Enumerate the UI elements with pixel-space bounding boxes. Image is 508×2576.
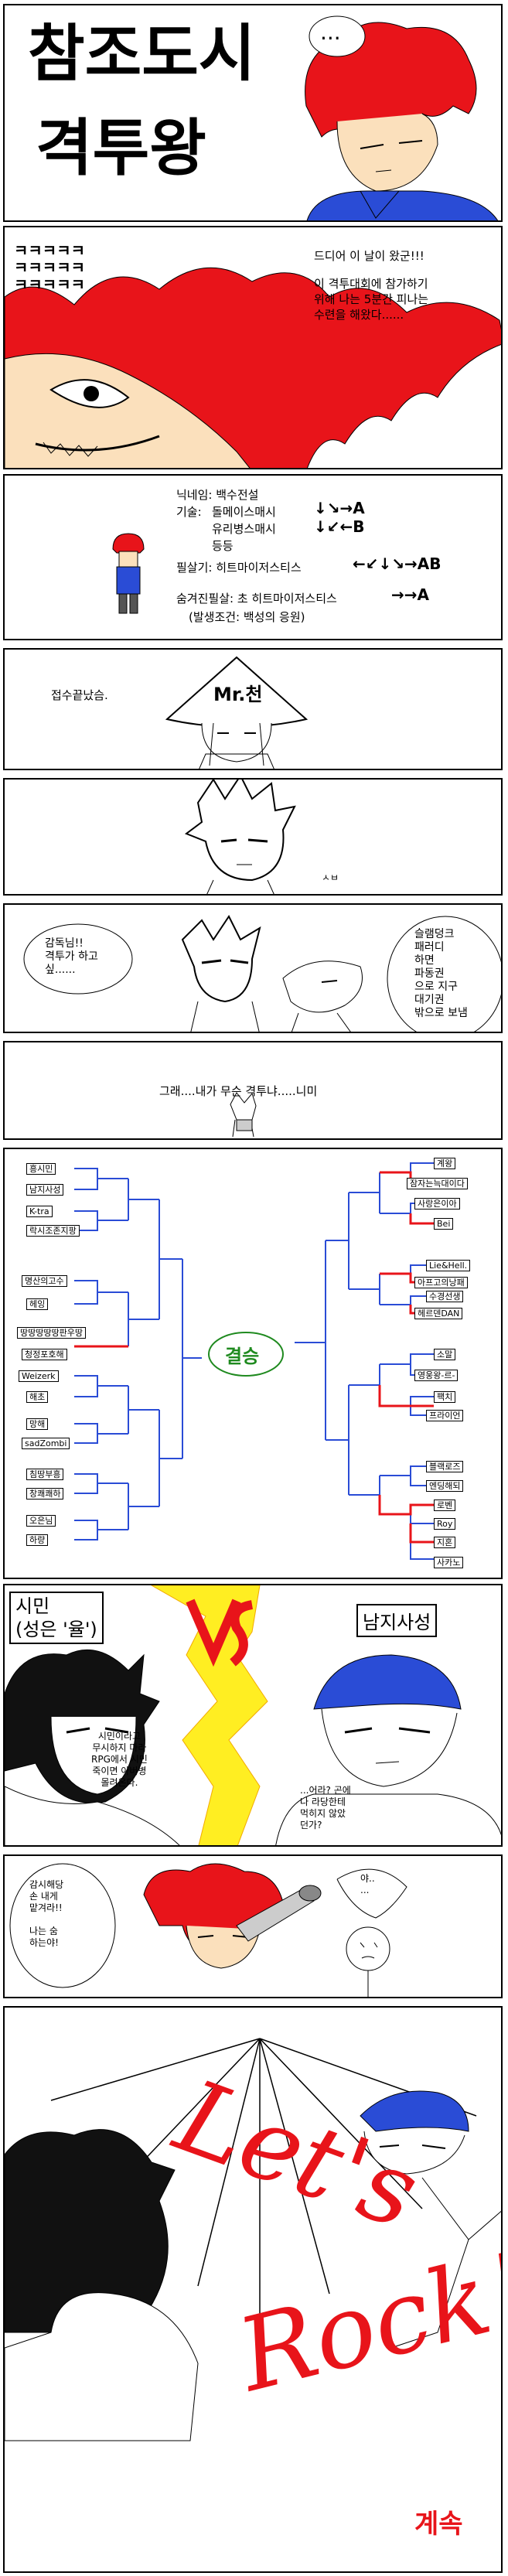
bracket-entry-left: 해초 <box>26 1391 49 1403</box>
panel-rage: ㅅㅂ <box>3 778 503 896</box>
laugh-1: ㅋㅋㅋㅋㅋ <box>14 241 85 260</box>
fighter-right-name: 남지사성 <box>356 1604 438 1637</box>
bracket-entry-right: 로벤 <box>434 1500 456 1511</box>
panel-announcer: 감시해당 손 내게 맡겨라!! 나는 숨 하는야! 야.. ... <box>3 1854 503 1998</box>
panel-title: 참조도시 격투왕 ... <box>3 4 503 222</box>
bracket-entry-right: Roy <box>434 1518 456 1530</box>
bracket-entry-left: 침땅부흥 <box>26 1469 64 1480</box>
narration-2: 이 격투대회에 참가하기 <box>314 277 428 291</box>
bracket-entry-left: 땅땅땅땅땅판우땅 <box>17 1327 86 1339</box>
bracket-entry-right: 아프고의낭패 <box>414 1277 468 1288</box>
bracket-entry-right: 사카노 <box>434 1557 464 1568</box>
bracket-entry-left: Weizerk <box>19 1370 59 1382</box>
panel-lets-rock: Let's Rock!! 계속 <box>3 2006 503 2573</box>
speech-ellipsis: ... <box>320 19 341 45</box>
bracket-entry-right: 헤르덴DAN <box>414 1308 463 1319</box>
bracket-entry-right: 계왕 <box>434 1158 456 1169</box>
drawing-small-man <box>230 1092 257 1138</box>
bracket-entry-left: 락시조존지팡 <box>26 1225 80 1237</box>
skill-3: 등등 <box>212 539 234 553</box>
bracket-entry-right: Bei <box>434 1218 454 1230</box>
key-1: ↓↘→A <box>314 499 365 517</box>
special-move: 필살기: 히트마이저스티스 <box>176 561 302 575</box>
bracket-entry-right: 엔딩해되 <box>426 1480 464 1492</box>
bracket-entry-right: 블랙로즈 <box>426 1461 464 1472</box>
narration-3: 위해 나는 5분간 피나는 <box>314 292 429 306</box>
drawing-hat-man <box>165 656 309 769</box>
hidden-move: 숨겨진필살: 초 히트마이저스티스 <box>176 592 337 606</box>
title-line-1: 참조도시 <box>28 18 256 90</box>
drawing-announcer <box>9 1863 407 1997</box>
sulk-text: 그래....내가 무슨 격투냐.....니미 <box>159 1084 318 1098</box>
announcer-speech: 감시해당 손 내게 맡겨라!! 나는 숨 하는야! <box>29 1879 64 1948</box>
drawing-versus <box>5 1585 501 1845</box>
narration-1: 드디어 이 날이 왔군!!! <box>314 249 424 263</box>
reception-text: 접수끝났슴. <box>51 688 108 702</box>
laugh-3: ㅋㅋㅋㅋㅋ <box>14 275 85 294</box>
curse-text: ㅅㅂ <box>322 872 339 883</box>
drawing-closeup <box>5 267 501 468</box>
bracket-entry-right: 사랑은이아 <box>414 1198 460 1210</box>
bracket-entry-left: 남지사성 <box>26 1184 64 1196</box>
bracket-entry-right: 잠자는늑대이다 <box>407 1178 468 1189</box>
fighter-left-name: 시민 (성은 '율') <box>9 1592 104 1644</box>
laugh-2: ㅋㅋㅋㅋㅋ <box>14 258 85 277</box>
player-speech: 감독님!! 격투가 하고 싶...... <box>45 937 98 976</box>
panel-bracket: 결승 흥시민 남지사성 K-tra 락시조존지팡 명산의고수 헤잉 땅땅땅땅땅판… <box>3 1148 503 1579</box>
key-4: →→A <box>391 585 429 604</box>
bracket-entry-right: 프라이언 <box>426 1410 464 1421</box>
skill-1: 돌메이스매시 <box>212 505 276 519</box>
fighter-right-speech: ...어라? 곤에 나 라당한테 먹히지 않았 던가? <box>300 1785 351 1830</box>
drawing-spiky-man <box>184 780 296 894</box>
bracket-entry-left: sadZombi <box>22 1438 70 1449</box>
bracket-entry-right: Lie&Hell. <box>426 1260 471 1271</box>
panel-versus: 시민 (성은 '율') 남지사성 시민이라고 무시하지 마라 RPG에서 시민 … <box>3 1584 503 1847</box>
bracket-entry-left: 헤잉 <box>26 1298 49 1310</box>
panel-sulk: 그래....내가 무슨 격투냐.....니미 <box>3 1041 503 1140</box>
bracket-entry-left: 청정포호해 <box>22 1349 67 1360</box>
narration-4: 수련을 해왔다...... <box>314 308 404 322</box>
key-3: ←↙↓↘→AB <box>353 554 442 573</box>
drawing-sprite <box>112 533 145 614</box>
key-2: ↓↙←B <box>314 517 365 536</box>
bracket-entry-left: 하량 <box>26 1534 49 1546</box>
nickname: 닉네임: 백수전설 <box>176 488 259 502</box>
panel-profile: 닉네임: 백수전설 기술: 돌메이스매시 ↓↘→A 유리병스매시 ↓↙←B 등등… <box>3 474 503 640</box>
bracket-entry-left: K-tra <box>26 1206 53 1217</box>
drawing-hero <box>305 15 499 220</box>
bracket-entry-right: 지혼 <box>434 1537 456 1548</box>
bracket-entry-left: 명산의고수 <box>22 1275 67 1287</box>
hidden-condition: (발생조건: 백성의 응원) <box>189 610 305 624</box>
bracket-entry-right: 팩치 <box>434 1391 456 1403</box>
bracket-final-label: 결승 <box>225 1346 260 1367</box>
bracket-entry-right: 영웅왕-르- <box>414 1370 459 1381</box>
bracket-entry-left: 흥시민 <box>26 1163 56 1175</box>
coach-speech: 슬램덩크 패러디 하면 파동권 으로 지구 대기권 밖으로 보냄 <box>414 928 468 1019</box>
skill-2: 유리병스매시 <box>212 522 276 536</box>
fighter-left-speech: 시민이라고 무시하지 마라 RPG에서 시민 죽이면 아버병 몰려온다. <box>91 1731 148 1788</box>
panel-laugh: ㅋㅋㅋㅋㅋ ㅋㅋㅋㅋㅋ ㅋㅋㅋㅋㅋ 드디어 이 날이 왔군!!! 이 격투대회에… <box>3 226 503 469</box>
bracket-entry-left: 망해 <box>26 1418 49 1430</box>
panel-reception: 접수끝났슴. Mr.천 <box>3 648 503 770</box>
bracket-entry-left: 창쾌쾌하 <box>26 1488 64 1500</box>
title-line-2: 격투왕 <box>36 112 206 184</box>
bracket-entry-right: 수경선생 <box>426 1291 464 1302</box>
panel-coach: 감독님!! 격투가 하고 싶...... 슬램덩크 패러디 하면 파동권 으로 … <box>3 903 503 1033</box>
to-be-continued: 계속 <box>414 2509 463 2540</box>
small-man-speech: 야.. ... <box>360 1873 375 1895</box>
skill-label: 기술: <box>176 505 202 519</box>
bracket-entry-left: 오은님 <box>26 1515 56 1527</box>
drawing-lets-rock <box>5 2038 501 2441</box>
drawing-coach-scene <box>23 915 501 1032</box>
hat-label: Mr.천 <box>213 684 263 705</box>
bracket-entry-right: 소말 <box>434 1349 456 1360</box>
